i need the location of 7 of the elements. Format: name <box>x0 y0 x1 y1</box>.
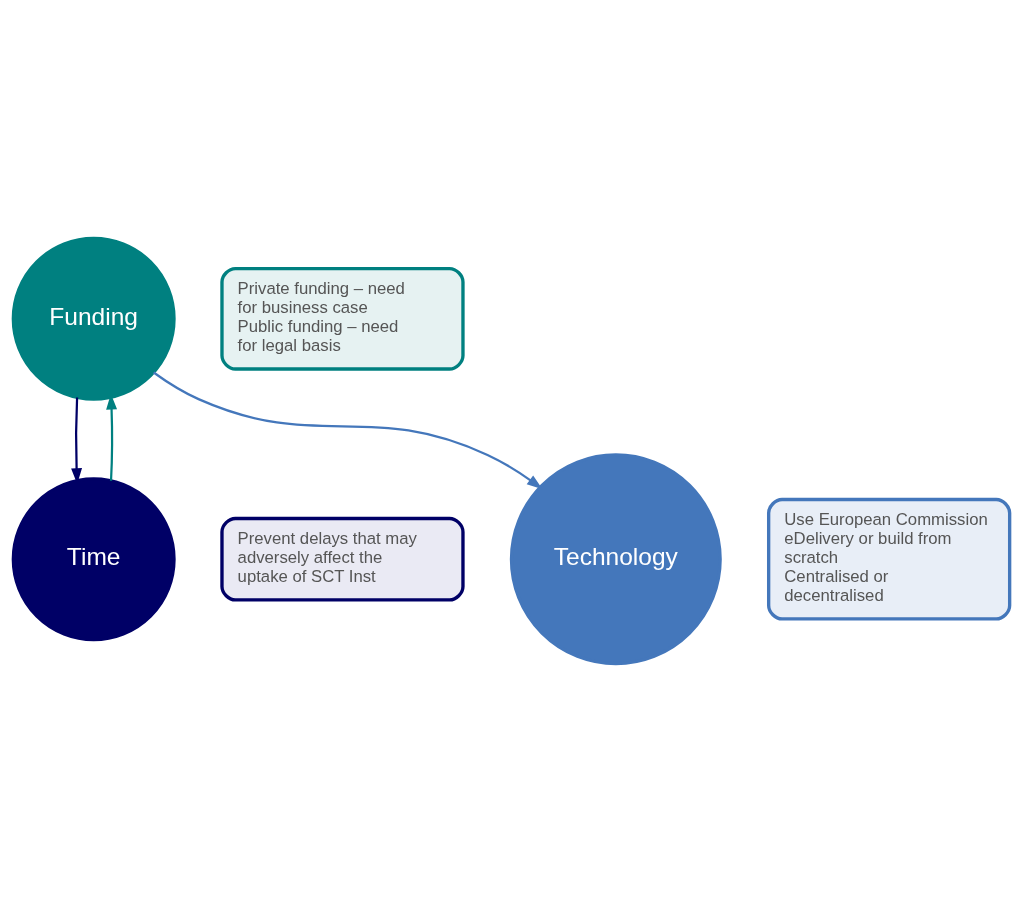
node-circle: Funding <box>11 236 176 401</box>
node-box: Prevent delays that may adversely affect the uptake of SCT Inst <box>220 516 465 602</box>
node-circle: Technology <box>509 452 722 665</box>
arrow <box>153 371 543 489</box>
node-circle: Time <box>11 476 176 641</box>
node-box: Use European Commission eDelivery or build from scratch Centralised or decentralised <box>767 497 1012 621</box>
node-box: Private funding – need for business case Public funding – need for legal basis <box>220 266 465 371</box>
